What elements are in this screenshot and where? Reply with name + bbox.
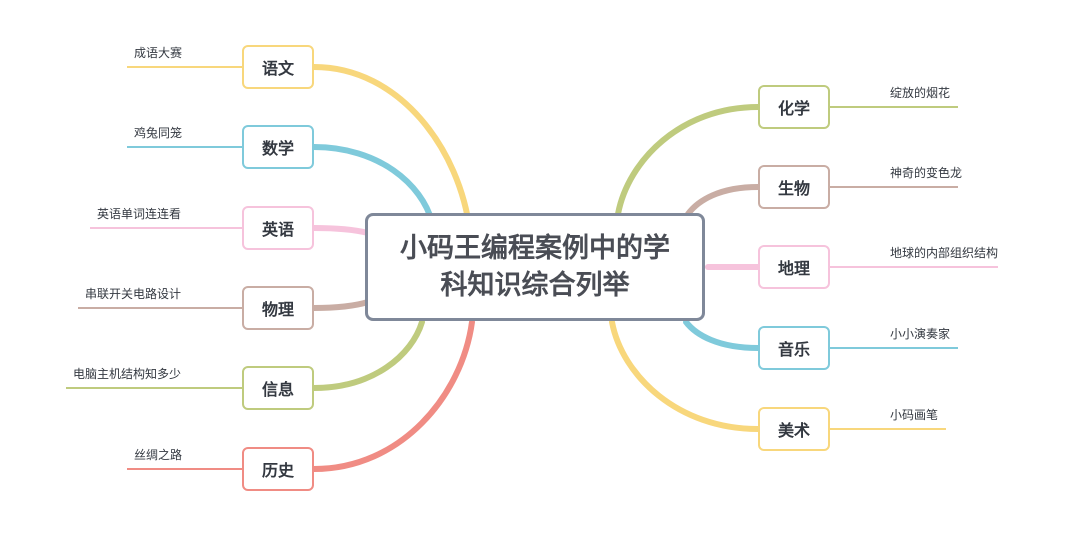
- right-branch-1-leaf-text[interactable]: 绽放的烟花: [890, 86, 951, 100]
- right-branch-1-node[interactable]: 化学: [758, 85, 830, 129]
- right-branch-2-node[interactable]: 生物: [758, 165, 830, 209]
- right-branch-2-connector: [685, 184, 761, 217]
- left-branch-2-leaf-text[interactable]: 鸡兔同笼: [134, 126, 183, 140]
- left-branch-1-connector: [311, 64, 473, 235]
- left-branch-5-node[interactable]: 信息: [242, 366, 314, 410]
- left-branch-3-node[interactable]: 英语: [242, 206, 314, 250]
- right-branch-4-node[interactable]: 音乐: [758, 326, 830, 370]
- left-branch-2-connector: [311, 144, 435, 225]
- left-branch-4-connector: [311, 299, 371, 311]
- left-branch-1-node[interactable]: 语文: [242, 45, 314, 89]
- right-branch-4-leaf-text[interactable]: 小小演奏家: [890, 327, 951, 341]
- left-branch-4-node[interactable]: 物理: [242, 286, 314, 330]
- central-topic-title: 小码王编程案例中的学科知识综合列举: [400, 233, 670, 301]
- left-branch-1-leaf-text[interactable]: 成语大赛: [134, 46, 183, 60]
- left-branch-6-node[interactable]: 历史: [242, 447, 314, 491]
- left-branch-3-leaf-text[interactable]: 英语单词连连看: [97, 207, 182, 221]
- right-branch-4-connector: [683, 319, 761, 351]
- right-branch-5-node[interactable]: 美术: [758, 407, 830, 451]
- right-branch-3-leaf-text[interactable]: 地球的内部组织结构: [890, 246, 999, 260]
- right-branch-3-node[interactable]: 地理: [758, 245, 830, 289]
- left-branch-2-node[interactable]: 数学: [242, 125, 314, 169]
- left-branch-3-connector: [311, 225, 371, 236]
- right-branch-1-connector: [615, 104, 761, 217]
- left-branch-6-connector: [311, 319, 475, 472]
- central-topic[interactable]: 小码王编程案例中的学科知识综合列举: [365, 213, 705, 321]
- right-branch-2-leaf-text[interactable]: 神奇的变色龙: [890, 166, 963, 180]
- right-branch-5-leaf-text[interactable]: 小码画笔: [890, 408, 939, 422]
- right-branch-5-connector: [609, 319, 761, 432]
- left-branch-6-leaf-text[interactable]: 丝绸之路: [134, 448, 183, 462]
- left-branch-4-leaf-text[interactable]: 串联开关电路设计: [85, 287, 182, 301]
- left-branch-5-connector: [311, 319, 425, 391]
- left-branch-5-leaf-text[interactable]: 电脑主机结构知多少: [73, 367, 182, 381]
